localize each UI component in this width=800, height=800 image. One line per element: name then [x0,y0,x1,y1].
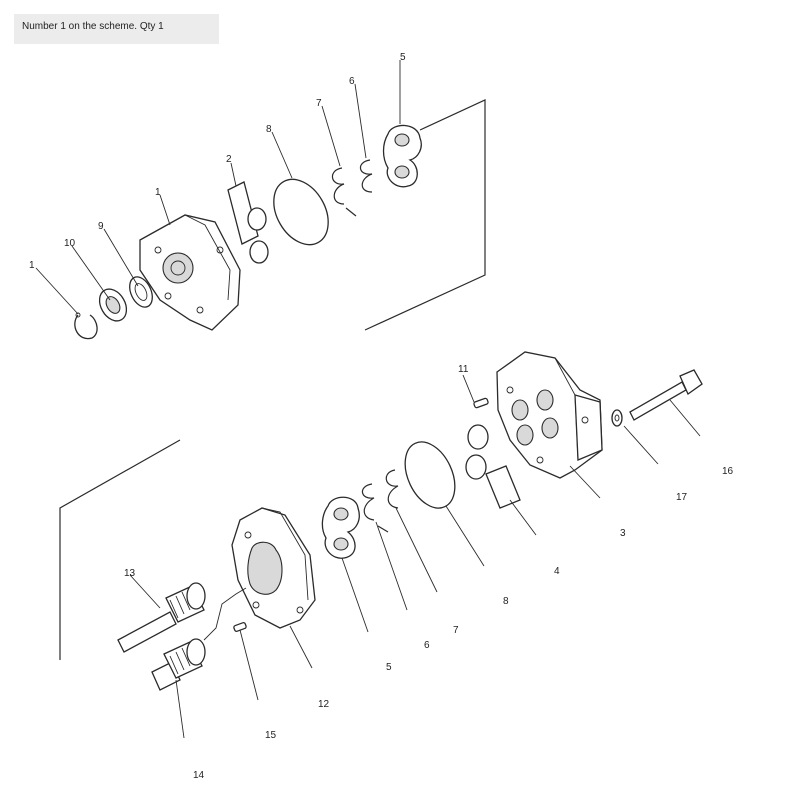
lower-section-frame [59,439,181,660]
callout-5-lower: 5 [386,662,392,673]
caption-text: Number 1 on the scheme. Qty 1 [22,21,164,32]
callout-8-lower: 8 [503,596,509,607]
o-ring-part [273,178,329,246]
leader-lines [35,60,701,739]
callout-11: 11 [458,364,469,375]
callout-2: 2 [226,154,232,165]
backup-ring-lower-parts [385,469,399,509]
bolt-washer-part [611,409,623,427]
backup-ring-parts [331,167,357,217]
seal-ring-lower-parts [361,483,389,533]
callout-6-upper: 6 [349,76,355,87]
washer-part [129,276,153,308]
rear-body-part [496,351,603,479]
wear-plate-lower-part [321,496,360,559]
callout-5-upper: 5 [400,52,406,63]
callout-12: 12 [318,699,330,710]
dowel-pin-upper-part [473,397,489,409]
dowel-pin-lower-part [233,622,247,632]
callout-10: 10 [64,238,76,249]
snap-ring-part [74,312,98,340]
bushing-parts [227,181,269,264]
callout-7-upper: 7 [316,98,322,109]
callout-3: 3 [620,528,626,539]
o-ring-lower-part [404,441,456,509]
drive-gear-part [117,582,206,653]
bolt-part [629,369,703,421]
bearing-part [98,288,128,322]
callout-17: 17 [676,492,688,503]
callout-9: 9 [98,221,104,232]
bushing-lower-parts [465,424,521,509]
callout-15: 15 [265,730,277,741]
callout-13: 13 [124,568,136,579]
upper-section-frame [364,99,486,331]
seal-ring-parts [359,159,373,193]
driven-gear-part [151,638,206,691]
callout-4: 4 [554,566,560,577]
caption-box [14,14,219,44]
front-cover-part [139,214,241,331]
callout-14: 14 [193,770,205,781]
callout-1: 1 [155,187,161,198]
callout-8-upper: 8 [266,124,272,135]
gear-housing-part [231,507,316,629]
callout-16: 16 [722,466,734,477]
wear-plate-part [382,124,422,188]
callout-7-lower: 7 [453,625,459,636]
callout-6-lower: 6 [424,640,430,651]
callout-1-left: 1 [29,260,35,271]
